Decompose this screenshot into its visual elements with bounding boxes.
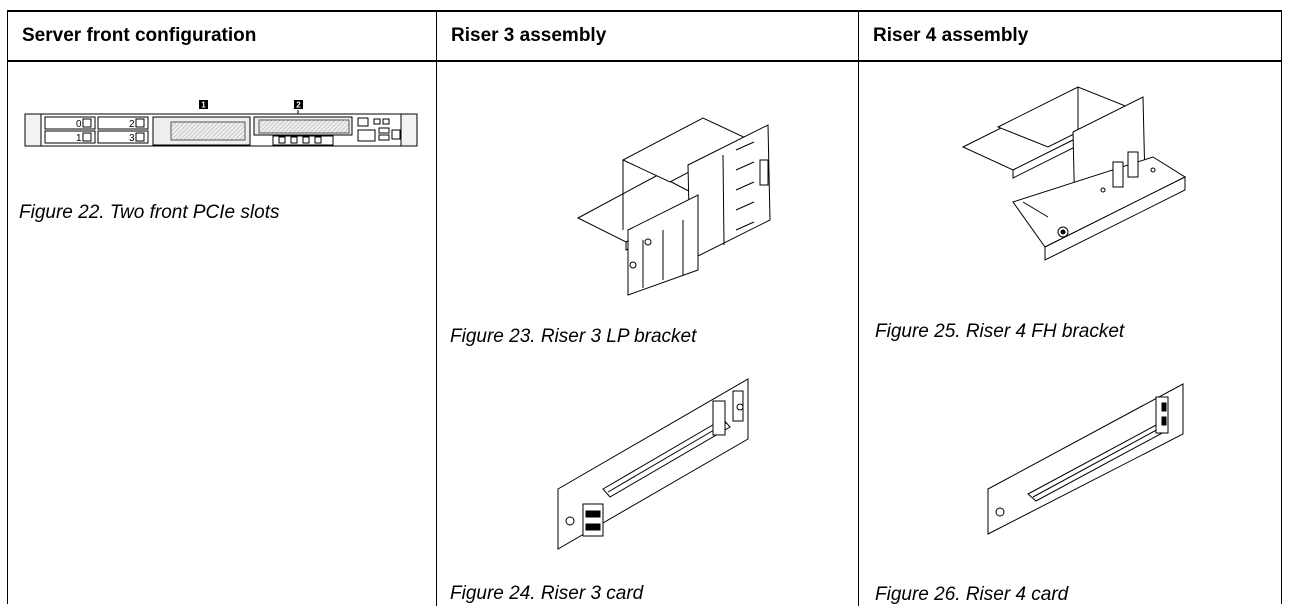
- header-server-front-configuration: Server front configuration: [22, 25, 257, 46]
- riser-assembly-table: Server front configuration Riser 3 assem…: [7, 10, 1282, 606]
- table-header-row: Server front configuration Riser 3 assem…: [8, 12, 1281, 62]
- caption-figure-26: Figure 26. Riser 4 card: [875, 584, 1069, 605]
- riser-4-fh-bracket-figure: [953, 72, 1193, 282]
- riser-4-card-figure: [978, 379, 1193, 539]
- caption-figure-22: Figure 22. Two front PCIe slots: [19, 202, 280, 223]
- callout-1: 1: [201, 101, 206, 110]
- caption-figure-23: Figure 23. Riser 3 LP bracket: [450, 326, 697, 347]
- riser-3-card-figure: [548, 369, 758, 554]
- caption-figure-25: Figure 25. Riser 4 FH bracket: [875, 321, 1125, 342]
- bay-label-3: 3: [129, 133, 135, 144]
- callout-2-marker: [294, 100, 303, 109]
- column-divider: [436, 12, 437, 606]
- header-riser-4-assembly: Riser 4 assembly: [873, 25, 1029, 46]
- caption-figure-24: Figure 24. Riser 3 card: [450, 583, 644, 604]
- bay-label-2: 2: [129, 119, 135, 130]
- riser-3-lp-bracket-figure: [538, 70, 778, 300]
- server-front-figure: 1 2 0 1 2 3: [21, 99, 421, 149]
- callout-2: 2: [296, 101, 301, 110]
- header-riser-3-assembly: Riser 3 assembly: [451, 25, 607, 46]
- column-divider: [858, 12, 859, 606]
- bay-label-1: 1: [76, 133, 82, 144]
- callout-1-marker: [199, 100, 208, 109]
- bay-label-0: 0: [76, 119, 82, 130]
